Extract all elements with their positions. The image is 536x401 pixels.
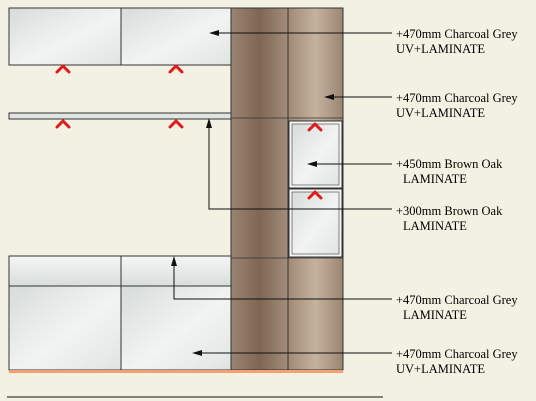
hinge-marker: [307, 190, 323, 200]
upper-cabinet-right-door: [120, 7, 232, 66]
annotation-base-door: +470mm Charcoal Grey UV+LAMINATE: [396, 347, 518, 377]
annotation-material: UV+LAMINATE: [396, 362, 485, 376]
hinge-marker: [55, 119, 71, 129]
annotation-tall-column: +470mm Charcoal Grey UV+LAMINATE: [396, 91, 518, 121]
annotation-glass-door: +450mm Brown Oak LAMINATE: [396, 157, 502, 187]
hinge-marker: [55, 64, 71, 74]
annotation-size: +470mm Charcoal Grey: [396, 293, 518, 307]
hinge-marker: [168, 64, 184, 74]
floor-line: [9, 370, 343, 373]
annotation-material: LAMINATE: [403, 172, 467, 186]
leader-line-5: [173, 264, 392, 300]
leader-arrow-5: [171, 256, 177, 266]
hinge-markers: [55, 64, 323, 200]
base-cabinet-drawer-left: [8, 255, 122, 287]
leader-arrow-2: [324, 94, 334, 100]
leader-line-4: [208, 126, 392, 210]
hinge-marker: [307, 122, 323, 132]
leader-lines: [171, 30, 392, 356]
annotation-open-shelf: +300mm Brown Oak LAMINATE: [396, 204, 502, 234]
annotation-size: +470mm Charcoal Grey: [396, 347, 518, 361]
annotation-material: LAMINATE: [403, 308, 467, 322]
leader-arrow-1: [209, 30, 219, 36]
upper-cabinet-left-door: [8, 7, 122, 66]
annotation-material: UV+LAMINATE: [396, 106, 485, 120]
glass-door-lower: [291, 191, 340, 255]
hinge-marker: [168, 119, 184, 129]
annotation-size: +470mm Charcoal Grey: [396, 27, 518, 41]
annotation-material: UV+LAMINATE: [396, 42, 485, 56]
annotation-base-drawer: +470mm Charcoal Grey LAMINATE: [396, 293, 518, 323]
tall-column-left: [230, 7, 289, 371]
glass-door-upper: [291, 123, 340, 186]
leader-arrow-3: [307, 161, 317, 167]
base-cabinet-drawer-right: [120, 255, 232, 287]
base-cabinet-door-right: [120, 285, 232, 371]
annotation-size: +300mm Brown Oak: [396, 204, 503, 218]
open-shelf: [8, 112, 232, 120]
leader-arrow-6: [192, 350, 202, 356]
base-cabinet-door-left: [8, 285, 122, 371]
annotation-size: +470mm Charcoal Grey: [396, 91, 518, 105]
annotation-material: LAMINATE: [403, 219, 467, 233]
annotation-upper-cabinet: +470mm Charcoal Grey UV+LAMINATE: [396, 27, 518, 57]
leader-arrow-4: [206, 118, 212, 128]
annotation-size: +450mm Brown Oak: [396, 157, 503, 171]
